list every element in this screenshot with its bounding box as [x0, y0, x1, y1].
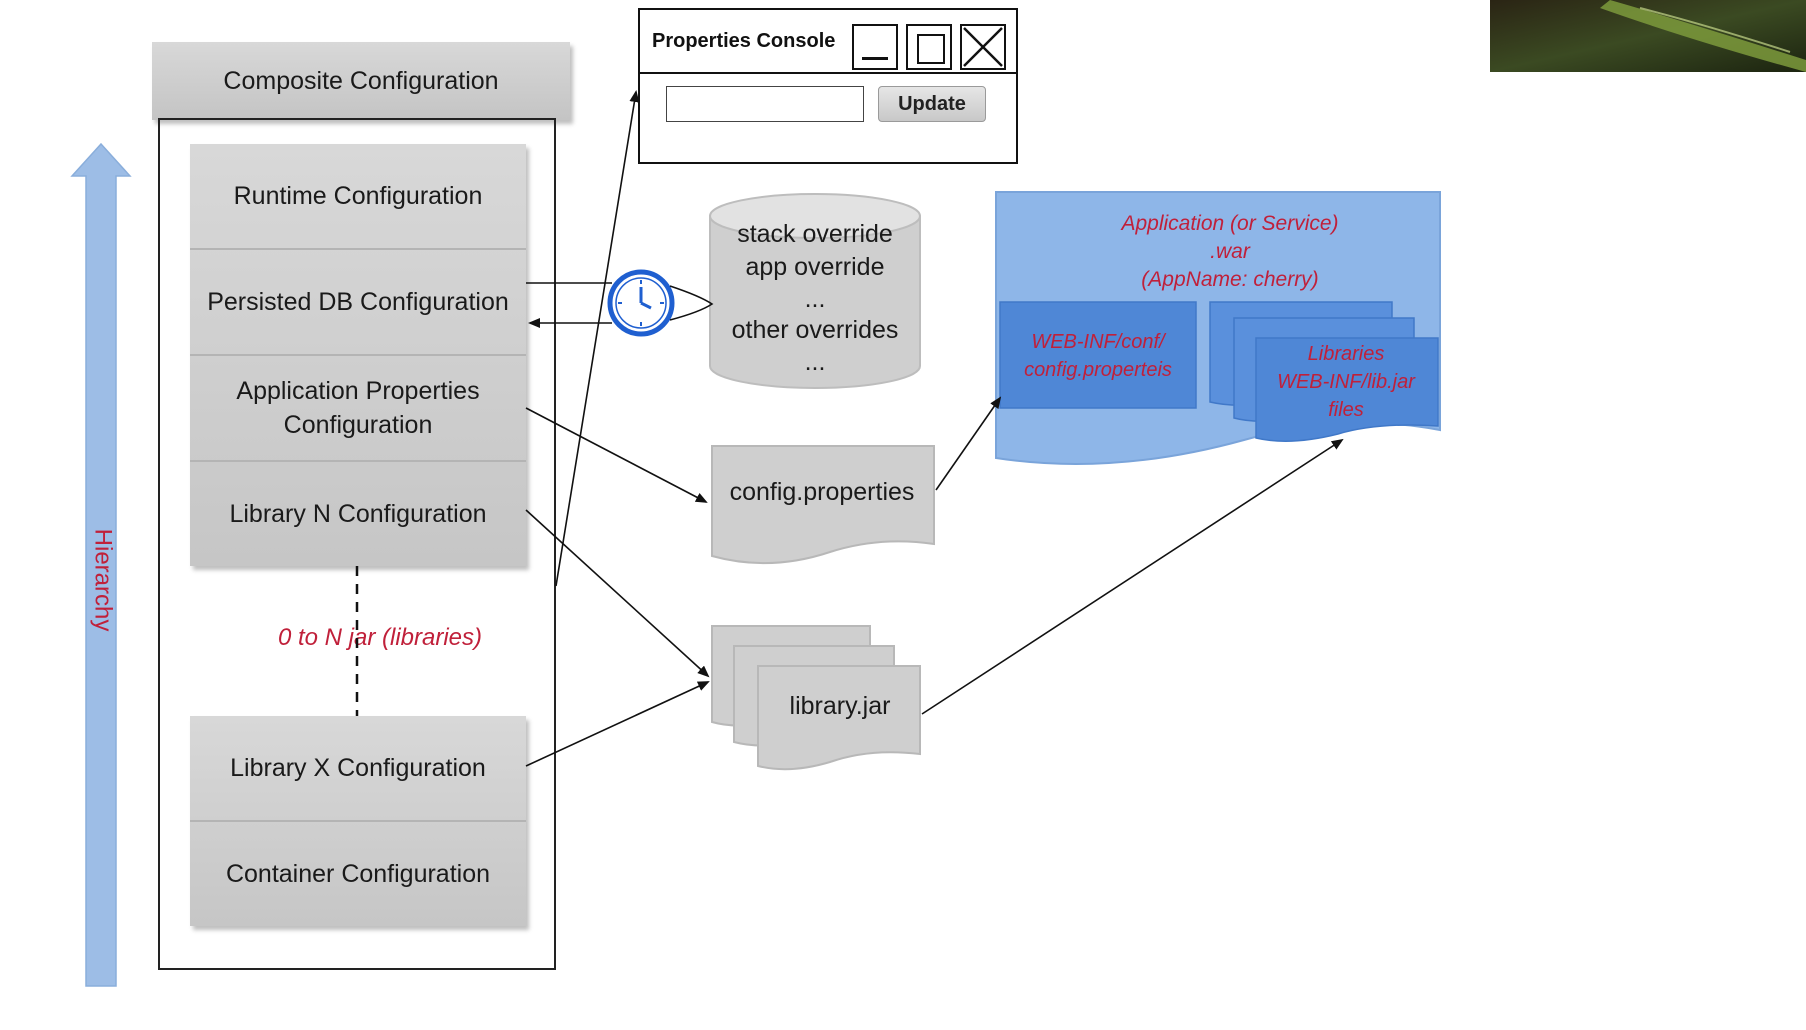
db-line-ellipsis-1: ...	[804, 285, 826, 313]
hierarchy-label: Hierarchy	[89, 528, 117, 632]
runtime-configuration: Runtime Configuration	[190, 144, 526, 248]
library-x-configuration-label: Library X Configuration	[230, 754, 486, 782]
minimize-button[interactable]	[852, 24, 898, 70]
library-jar-documents	[711, 625, 921, 771]
properties-console-title: Properties Console	[652, 30, 836, 52]
minimize-icon	[862, 57, 888, 60]
app-conf-line-2: config.properteis	[1024, 359, 1172, 381]
db-line-other-overrides: other overrides	[731, 316, 899, 344]
persisted-db-configuration: Persisted DB Configuration	[190, 250, 526, 354]
update-button-label: Update	[898, 92, 966, 115]
console-link-arrow	[555, 90, 640, 587]
console-title-divider	[640, 72, 1016, 74]
app-conf-label: WEB-INF/conf/ config.properteis	[1000, 328, 1196, 384]
close-icon	[963, 27, 1003, 67]
db-line-app-override: app override	[745, 253, 885, 281]
container-configuration: Container Configuration	[190, 822, 526, 926]
library-jar-label: library.jar	[789, 692, 891, 720]
runtime-configuration-label: Runtime Configuration	[233, 182, 483, 210]
maximize-button[interactable]	[906, 24, 952, 70]
overrides-database	[709, 193, 921, 389]
db-line-stack-override: stack override	[737, 220, 893, 248]
db-line-ellipsis-2: ...	[804, 348, 826, 376]
app-conf-line-1: WEB-INF/conf/	[1031, 331, 1165, 353]
app-title-line-2: .war	[1210, 240, 1250, 263]
hierarchy-arrow	[70, 142, 132, 987]
persisted-db-configuration-label: Persisted DB Configuration	[207, 288, 509, 316]
composite-configuration-label: Composite Configuration	[223, 67, 499, 95]
database-contents: stack override app override ... other ov…	[704, 218, 926, 377]
configuration-stack-upper: Runtime Configuration Persisted DB Confi…	[190, 144, 526, 566]
application-properties-configuration: Application Properties Configuration	[210, 356, 506, 460]
properties-console-window: Properties Console Update	[638, 8, 1018, 164]
clock-icon	[607, 269, 675, 337]
config-properties-document	[711, 445, 935, 565]
corner-photo-thumbnail	[1490, 0, 1806, 72]
update-button[interactable]: Update	[878, 86, 986, 122]
configuration-stack-lower: Library X Configuration Container Config…	[190, 716, 526, 926]
application-war-title: Application (or Service) .war (AppName: …	[1050, 210, 1410, 294]
app-title-line-3: (AppName: cherry)	[1141, 268, 1319, 291]
library-x-configuration: Library X Configuration	[190, 716, 526, 820]
composite-configuration-box: Composite Configuration	[152, 42, 570, 120]
library-n-configuration: Library N Configuration	[190, 462, 526, 566]
app-lib-label: Libraries WEB-INF/lib.jar files	[1256, 340, 1436, 424]
app-title-line-1: Application (or Service)	[1121, 212, 1339, 235]
config-to-war-arrow	[935, 396, 1002, 491]
app-lib-line-2: WEB-INF/lib.jar	[1277, 371, 1415, 393]
app-lib-line-3: files	[1328, 399, 1364, 421]
property-input[interactable]	[666, 86, 864, 122]
jar-range-label: 0 to N jar (libraries)	[277, 624, 483, 651]
library-n-configuration-label: Library N Configuration	[229, 500, 487, 528]
app-lib-line-1: Libraries	[1307, 343, 1385, 365]
application-war-container	[995, 191, 1441, 465]
maximize-icon	[917, 34, 945, 64]
container-configuration-label: Container Configuration	[225, 860, 491, 888]
close-button[interactable]	[960, 24, 1006, 70]
config-properties-label: config.properties	[729, 478, 915, 506]
application-properties-configuration-label: Application Properties Configuration	[236, 377, 480, 439]
